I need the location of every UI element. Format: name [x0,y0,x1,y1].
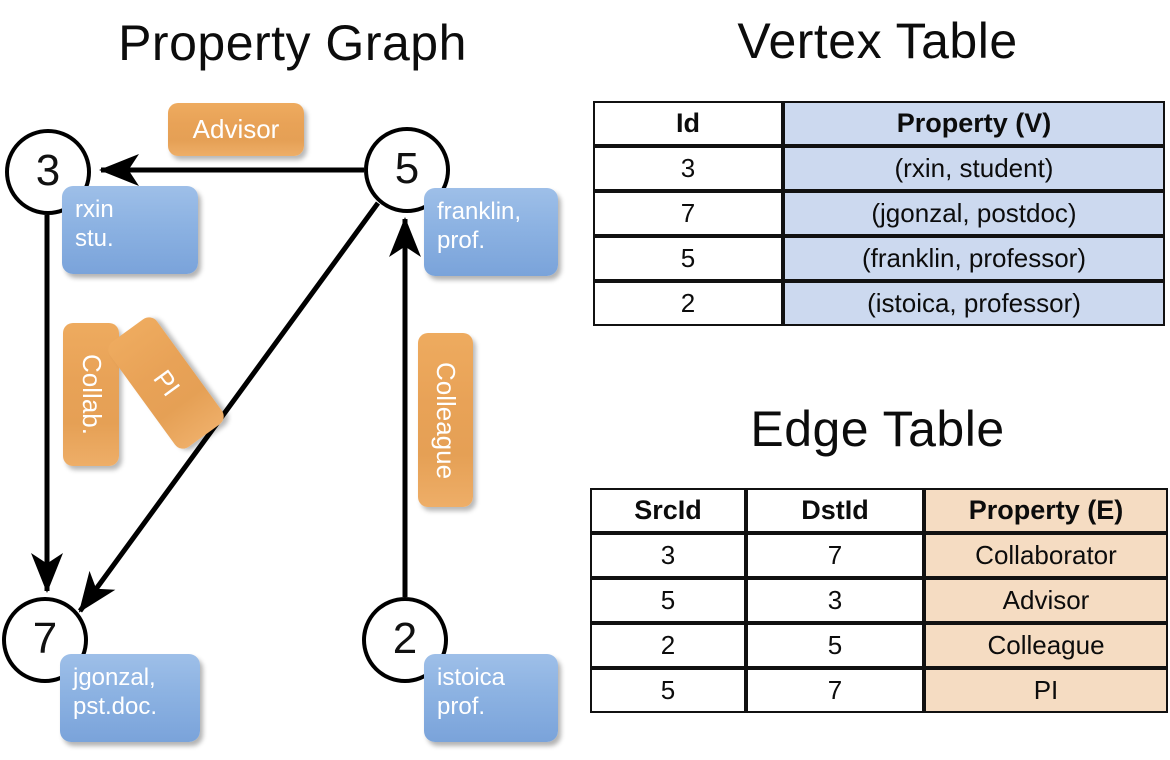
edge-table-cell-property: Colleague [924,623,1168,668]
edge-label-pi-text: PI [147,363,186,402]
table-row[interactable]: 2 5 Colleague [590,623,1168,668]
node-property-5-line2: prof. [437,227,486,255]
node-property-box-3: rxin stu. [62,186,198,274]
graph-node-2[interactable]: 2 [362,597,448,683]
node-property-7-line2: pst.doc. [73,693,158,721]
node-property-box-5: franklin, prof. [424,188,558,276]
node-property-box-7: jgonzal, pst.doc. [60,654,200,742]
graph-edges-svg [31,154,421,613]
vertex-table-cell-id: 2 [593,281,783,326]
graph-node-2-label: 2 [392,614,418,663]
page-title-edge-table: Edge Table [750,401,1005,457]
edge-table-cell-dstid: 7 [746,668,924,713]
table-row[interactable]: 5 (franklin, professor) [593,236,1165,281]
edge-label-advisor-text: Advisor [192,114,280,144]
edge-table-cell-property: Collaborator [924,533,1168,578]
graph-node-7-label: 7 [32,614,58,663]
property-graph-diagram: 3 5 7 2 rxin stu. franklin, prof. jgonza… [2,103,558,742]
vertex-table-cell-property: (rxin, student) [783,146,1165,191]
table-row[interactable]: 2 (istoica, professor) [593,281,1165,326]
edge-table-cell-property: Advisor [924,578,1168,623]
edge-label-box-colleague: Colleague [418,333,473,507]
vertex-table-header-id: Id [593,101,783,146]
vertex-table-header-property: Property (V) [783,101,1165,146]
vertex-table-cell-id: 3 [593,146,783,191]
table-row[interactable]: 3 (rxin, student) [593,146,1165,191]
edge-table-cell-property: PI [924,668,1168,713]
graph-node-5[interactable]: 5 [364,127,450,213]
edge-label-collab-text: Collab. [76,354,107,435]
node-property-5-line1: franklin, [437,198,522,225]
table-row[interactable]: 7 (jgonzal, postdoc) [593,191,1165,236]
edge-table-cell-dstid: 5 [746,623,924,668]
table-row[interactable]: 5 3 Advisor [590,578,1168,623]
edge-table: SrcId DstId Property (E) 3 7 Collaborato… [590,488,1168,713]
node-property-2-line2: prof. [437,693,486,721]
vertex-table-cell-id: 5 [593,236,783,281]
vertex-table-cell-id: 7 [593,191,783,236]
vertex-table-cell-property: (istoica, professor) [783,281,1165,326]
edge-table-header-property: Property (E) [924,488,1168,533]
node-property-box-2: istoica prof. [424,654,558,742]
table-row[interactable]: 5 7 PI [590,668,1168,713]
table-row[interactable]: 3 7 Collaborator [590,533,1168,578]
edge-label-box-advisor: Advisor [168,103,304,156]
vertex-table: Id Property (V) 3 (rxin, student) 7 (jgo… [593,101,1165,326]
edge-label-colleague-text: Colleague [431,361,461,479]
page-title-vertex-table: Vertex Table [737,13,1018,69]
edge-table-cell-dstid: 3 [746,578,924,623]
edge-line-5-to-7 [77,201,381,613]
edge-table-cell-srcid: 5 [590,578,746,623]
vertex-table-cell-property: (jgonzal, postdoc) [783,191,1165,236]
vertex-table-header-row: Id Property (V) [593,101,1165,146]
node-property-3-line2: stu. [75,225,114,253]
node-property-2-line1: istoica [437,664,506,691]
edge-table-cell-srcid: 5 [590,668,746,713]
edge-table-header-srcid: SrcId [590,488,746,533]
page-title-property-graph: Property Graph [118,15,467,71]
node-property-7-line1: jgonzal, [73,664,156,691]
edge-table-cell-dstid: 7 [746,533,924,578]
edge-table-cell-srcid: 3 [590,533,746,578]
graph-node-3-label: 3 [35,146,61,195]
edge-table-cell-srcid: 2 [590,623,746,668]
edge-table-header-row: SrcId DstId Property (E) [590,488,1168,533]
edge-table-header-dstid: DstId [746,488,924,533]
node-property-3-line1: rxin [75,196,114,223]
vertex-table-cell-property: (franklin, professor) [783,236,1165,281]
graph-node-5-label: 5 [394,144,420,193]
